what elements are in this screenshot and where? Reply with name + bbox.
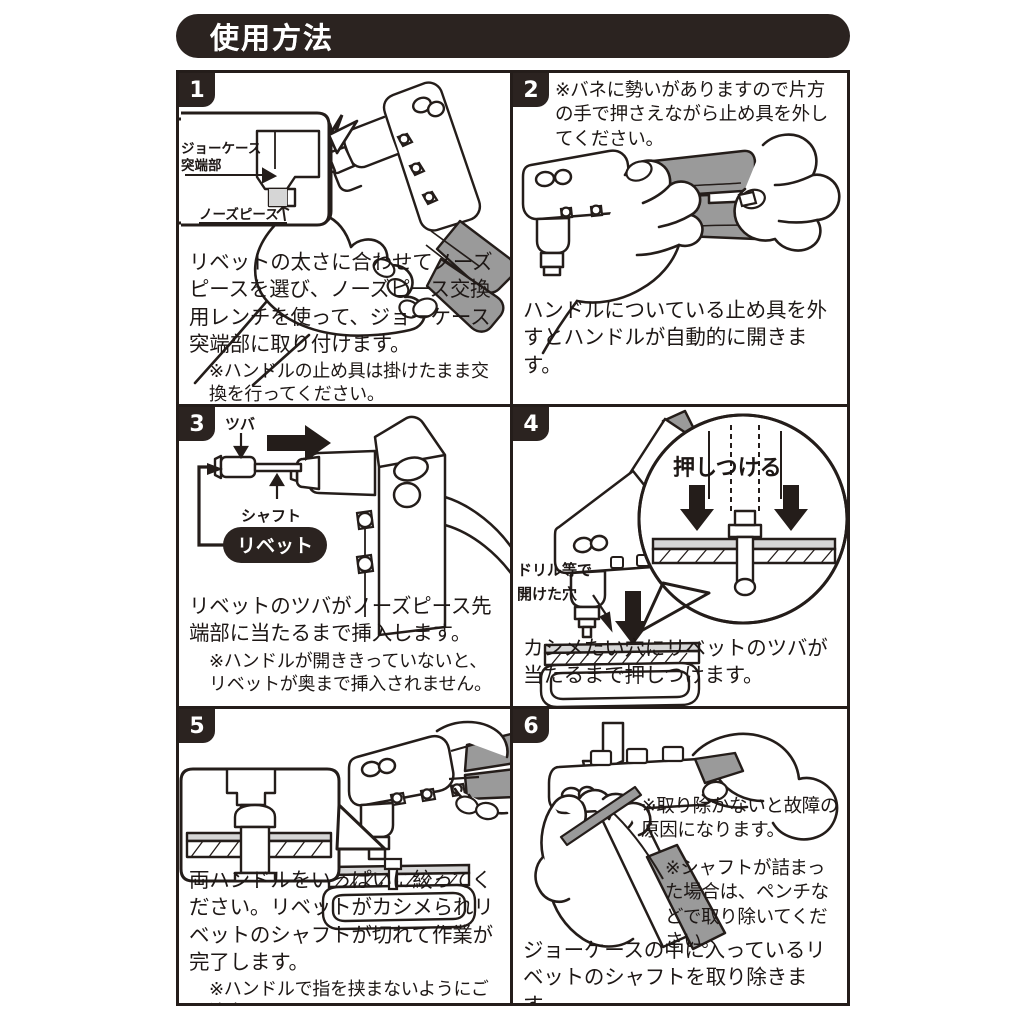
step-number-badge-1: 1 — [179, 73, 215, 107]
step-3-illustration: ツバ シャフト — [179, 407, 510, 706]
steps-grid: 1 — [176, 70, 850, 1006]
label-flange: ツバ — [225, 415, 255, 433]
step-number-badge-4: 4 — [513, 407, 549, 441]
label-drilled-hole-line2: 開けた穴 — [517, 585, 577, 603]
step-panel-5: 5 — [179, 709, 513, 1003]
label-nose-piece: ノーズピース — [199, 206, 279, 223]
label-jaw-case-line1: ジョーケース — [181, 141, 261, 157]
step-2-text-block: ハンドルについている止め具を外すとハンドルが自動的に開きます。 — [523, 297, 839, 379]
label-drilled-hole-line1: ドリル等で — [517, 561, 592, 579]
step-4-body: カシメたい穴にリベットのツバが当たるまで押しつけます。 — [523, 636, 828, 688]
step-number-badge-5: 5 — [179, 709, 215, 743]
step-5-text-block: 両ハンドルをいっぱいに絞ってください。リベットがカシメられリベットのシャフトが切… — [189, 867, 502, 1003]
step-number-badge-6: 6 — [513, 709, 549, 743]
step-number-badge-3: 3 — [179, 407, 215, 441]
step-panel-1: 1 — [179, 73, 513, 407]
section-header: 使用方法 — [176, 14, 850, 58]
step-1-text-block: リベットの太さに合わせてノーズピースを選び、ノーズピース交換用レンチを使って、ジ… — [189, 249, 502, 406]
step-6-note-2: ※シャフトが詰まった場合は、ペンチなどで取り除いてください。 — [665, 858, 829, 953]
step-4-illustration: ドリル等で 開けた穴 — [513, 407, 847, 706]
step-panel-3: 3 — [179, 407, 513, 709]
label-shaft: シャフト — [241, 507, 301, 525]
rivet-pill — [223, 527, 327, 563]
step-panel-2: 2 ※バネに勢いがありますので片方の手で押さえながら止め具を外してください。 — [513, 73, 847, 407]
step-4-text-block: カシメたい穴にリベットのツバが当たるまで押しつけます。 — [523, 635, 839, 690]
step-3-text-block: リベットのツバがノーズピース先端部に当たるまで挿入します。 ※ハンドルが開ききっ… — [189, 593, 502, 696]
step-panel-6: 6 — [513, 709, 847, 1003]
step-3-body: リベットのツバがノーズピース先端部に当たるまで挿入します。 — [189, 594, 492, 646]
step-1-body: リベットの太さに合わせてノーズピースを選び、ノーズピース交換用レンチを使って、ジ… — [189, 250, 493, 356]
label-press: 押しつける — [673, 455, 782, 481]
step-5-note: ※ハンドルで指を挟まないようにご注意ください。 — [209, 979, 489, 1003]
step-2-body: ハンドルについている止め具を外すとハンドルが自動的に開きます。 — [523, 298, 827, 377]
label-rivet: リベット — [237, 535, 313, 557]
page-title: 使用方法 — [210, 21, 335, 55]
step-5-illustration — [179, 709, 510, 1003]
step-number-badge-2: 2 — [513, 73, 549, 107]
step-2-illustration — [513, 73, 847, 404]
step-3-note: ※ハンドルが開ききっていないと、リベットが奥まで挿入されません。 — [209, 650, 492, 695]
step-1-illustration: ジョーケース 突端部 ノーズピース — [179, 73, 510, 404]
step-panel-4: 4 — [513, 407, 847, 709]
step-6-body: ジョーケースの中に入っているリベットのシャフトを取り除きます。 — [523, 938, 826, 1003]
step-2-top-note: ※バネに勢いがありますので片方の手で押さえながら止め具を外してください。 — [555, 80, 829, 150]
step-6-text-block: ジョーケースの中に入っているリベットのシャフトを取り除きます。 — [523, 937, 839, 1003]
label-jaw-case-line2: 突端部 — [181, 157, 222, 174]
step-5-body: 両ハンドルをいっぱいに絞ってください。リベットがカシメられリベットのシャフトが切… — [189, 868, 494, 974]
step-6-note-1: ※取り除かないと故障の原因になります。 — [641, 796, 839, 842]
step-1-note: ※ハンドルの止め具は掛けたまま交換を行ってください。 — [209, 361, 489, 406]
step-6-illustration — [513, 709, 847, 1003]
